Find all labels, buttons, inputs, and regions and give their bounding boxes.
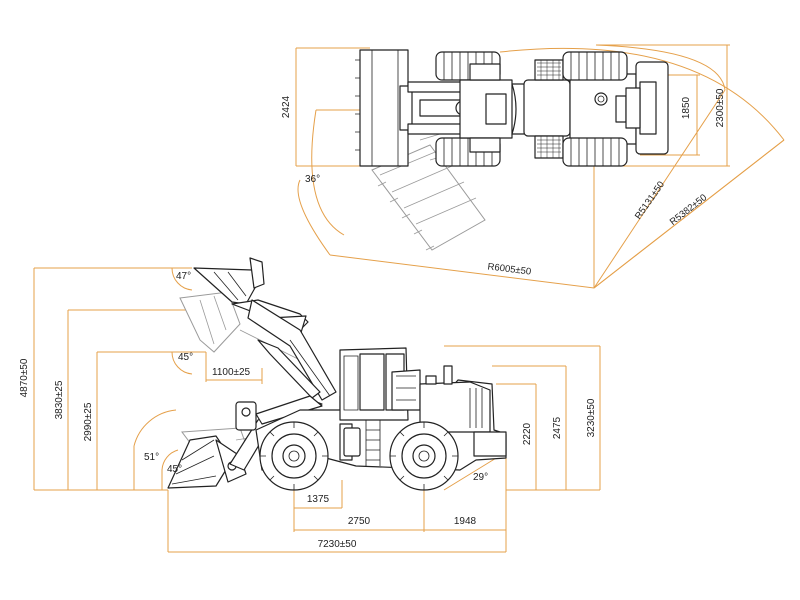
side-view: 4870±50 3830±25 2990±25 1100±25 3230±50 … <box>19 257 601 553</box>
rollback-top-label: 47° <box>176 271 191 282</box>
top-front-frame <box>459 63 513 153</box>
height-dimensions <box>33 267 263 491</box>
departure-angle-label: 29° <box>473 472 488 483</box>
front-overhang-label: 1375 <box>307 494 330 505</box>
width-dimension <box>295 47 370 167</box>
top-rear-body <box>523 59 669 159</box>
lowered-bucket <box>167 435 247 489</box>
track-label: 1850 <box>681 96 692 119</box>
side-front-wheel <box>259 421 329 491</box>
radius-bucket-label: R6005±50 <box>487 261 532 277</box>
front-linkage <box>229 395 323 471</box>
top-view: 2424 36° 1850 2300±50 R5131±50 R5382±50 … <box>281 44 785 289</box>
rear-overhang-label: 1948 <box>454 516 477 527</box>
radius-outer-label: R5382±50 <box>668 192 709 228</box>
hood-height-label: 2475 <box>552 416 563 439</box>
right-height-dimensions <box>443 345 601 491</box>
dump-reach-label: 1100±25 <box>212 367 251 378</box>
cab-height-label: 3230±50 <box>586 398 597 437</box>
hinge-height-label: 3830±25 <box>54 380 65 419</box>
max-height-label: 4870±50 <box>19 358 30 397</box>
top-bucket <box>355 49 413 167</box>
turning-radius-lines <box>297 44 785 289</box>
wheelbase-label: 2750 <box>348 516 371 527</box>
width-label: 2424 <box>281 95 292 118</box>
overall-length-label: 7230±50 <box>318 539 357 550</box>
dump-clearance-label: 2990±25 <box>83 402 94 441</box>
dump-angle-label: 45° <box>178 352 193 363</box>
engine-height-label: 2220 <box>522 422 533 445</box>
rollback-carry-label: 51° <box>144 452 159 463</box>
steer-angle-label: 36° <box>305 174 320 185</box>
overall-width-label: 2300±50 <box>715 88 726 127</box>
side-engine <box>419 365 507 457</box>
length-dimensions <box>167 470 507 553</box>
rollback-ground-label: 45° <box>167 464 182 475</box>
top-rear-wheels <box>562 51 628 167</box>
side-lift-arm <box>247 299 337 401</box>
radius-inner-label: R5131±50 <box>633 179 667 221</box>
side-cab <box>339 347 421 421</box>
side-rear-wheel <box>389 421 459 491</box>
